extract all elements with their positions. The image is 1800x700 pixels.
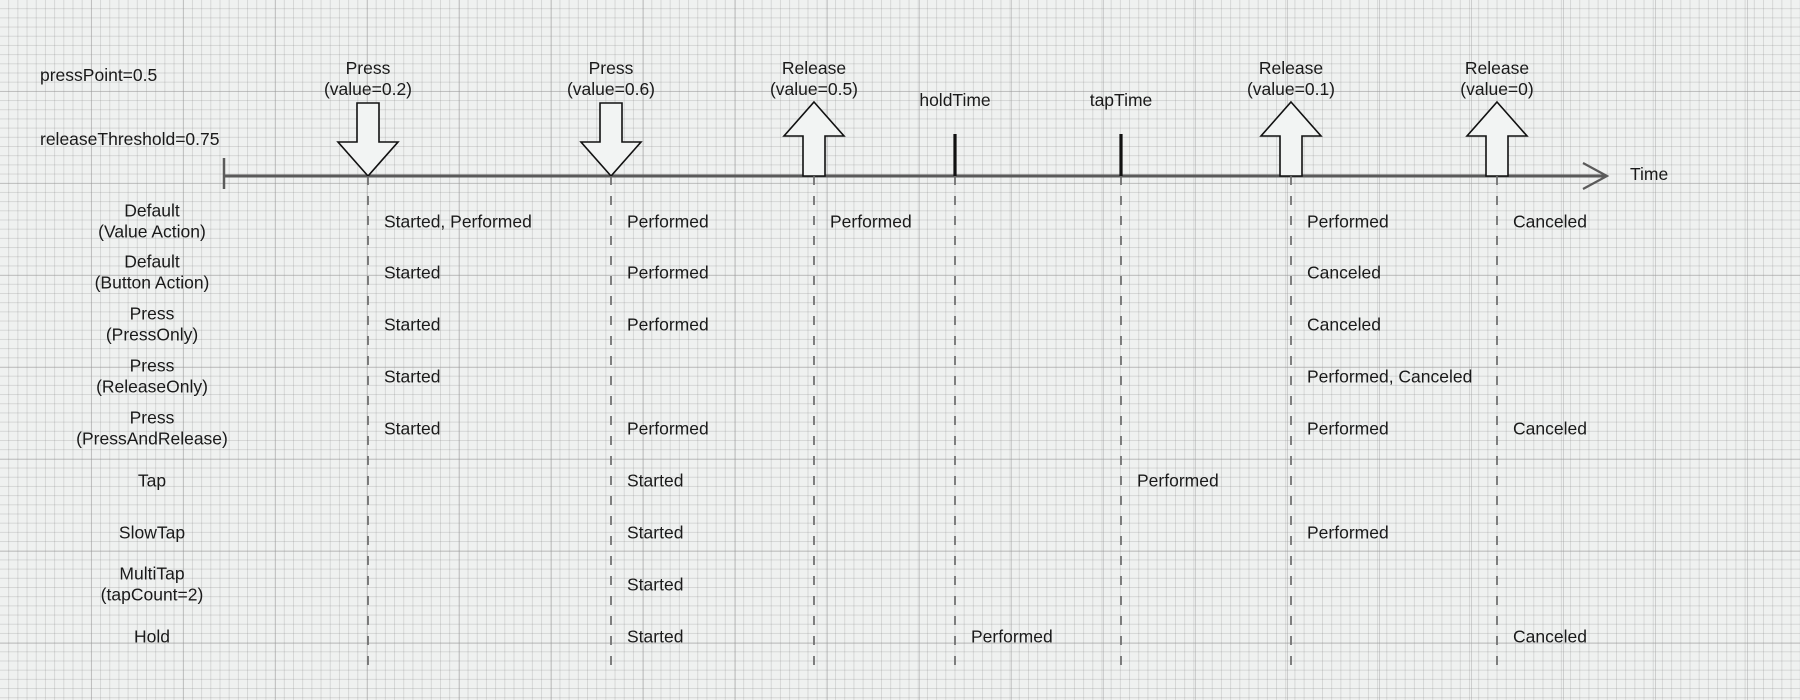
event-label-line1: holdTime: [919, 90, 991, 110]
cell-press-press-and-release-press-1: Started: [384, 418, 441, 439]
cell-press-press-and-release-release-3: Canceled: [1513, 418, 1587, 439]
cell-tap-press-2: Started: [627, 470, 684, 491]
event-label-line2: (value=0.6): [566, 79, 656, 100]
row-label-line1: SlowTap: [118, 522, 186, 543]
row-label-default-value-action: Default(Value Action): [98, 201, 206, 244]
event-label-line2: (value=0): [1460, 79, 1534, 100]
row-label-multi-tap: MultiTap(tapCount=2): [101, 564, 204, 607]
event-label-hold-time: holdTime: [919, 90, 990, 111]
event-label-line1: Press: [588, 58, 634, 78]
cell-multi-tap-press-2: Started: [627, 574, 684, 595]
event-label-line2: (value=0.1): [1246, 79, 1336, 100]
event-label-release-3: Release(value=0): [1460, 58, 1533, 101]
row-label-default-button-action: Default(Button Action): [95, 252, 210, 295]
row-label-press-press-and-release: Press(PressAndRelease): [76, 408, 228, 451]
row-label-press-release-only: Press(ReleaseOnly): [96, 356, 208, 399]
event-label-line1: Release: [781, 58, 847, 78]
event-label-press-1: Press(value=0.2): [324, 58, 412, 101]
cell-press-press-only-press-2: Performed: [627, 314, 709, 335]
cell-default-value-action-release-3: Canceled: [1513, 211, 1587, 232]
cell-press-press-and-release-release-2: Performed: [1307, 418, 1389, 439]
row-label-press-press-only: Press(PressOnly): [106, 304, 198, 347]
cell-default-button-action-press-2: Performed: [627, 262, 709, 283]
row-label-line1: Hold: [134, 626, 170, 647]
event-label-line2: (value=0.2): [323, 79, 413, 100]
row-label-line1: Press: [129, 303, 175, 324]
row-label-line1: Press: [129, 355, 175, 376]
press-point-text: pressPoint=0.5: [40, 64, 158, 85]
row-label-line2: (PressOnly): [105, 325, 199, 345]
row-label-line2: (ReleaseOnly): [96, 377, 208, 397]
row-label-tap: Tap: [138, 470, 166, 491]
cell-press-release-only-press-1: Started: [384, 366, 441, 387]
cell-default-value-action-press-2: Performed: [627, 211, 709, 232]
release-arrow-3: [782, 100, 846, 177]
cell-hold-hold-time: Performed: [971, 626, 1053, 647]
release-arrow-7: [1465, 100, 1529, 177]
press-arrow-2: [579, 102, 643, 178]
event-label-line1: Release: [1258, 58, 1324, 78]
parameter-note: pressPoint=0.5 releaseThreshold=0.75: [40, 22, 220, 193]
cell-default-value-action-press-1: Started, Performed: [384, 211, 532, 232]
cell-hold-press-2: Started: [627, 626, 684, 647]
time-axis-label: Time: [1630, 164, 1669, 184]
cell-default-button-action-press-1: Started: [384, 262, 441, 283]
row-label-slow-tap: SlowTap: [119, 522, 185, 543]
release-arrow-6: [1259, 100, 1323, 177]
press-arrow-1: [336, 102, 400, 178]
event-label-line1: Release: [1464, 58, 1530, 78]
cell-press-press-only-press-1: Started: [384, 314, 441, 335]
time-axis-arrowhead: [1582, 162, 1610, 190]
row-label-line2: (Button Action): [94, 273, 210, 293]
cell-press-release-only-release-2: Performed, Canceled: [1307, 366, 1473, 387]
cell-hold-release-3: Canceled: [1513, 626, 1587, 647]
event-label-press-2: Press(value=0.6): [567, 58, 655, 101]
event-label-tap-time: tapTime: [1090, 90, 1153, 111]
row-label-line1: Default: [124, 251, 180, 272]
cell-slow-tap-release-2: Performed: [1307, 522, 1389, 543]
event-label-line2: (value=0.5): [769, 79, 859, 100]
event-label-release-1: Release(value=0.5): [770, 58, 858, 101]
cell-default-button-action-release-2: Canceled: [1307, 262, 1381, 283]
cell-default-value-action-release-2: Performed: [1307, 211, 1389, 232]
row-label-line1: Tap: [137, 470, 167, 491]
cell-press-press-and-release-press-2: Performed: [627, 418, 709, 439]
event-label-line1: Press: [345, 58, 391, 78]
event-label-line1: tapTime: [1089, 90, 1153, 110]
event-label-release-2: Release(value=0.1): [1247, 58, 1335, 101]
row-label-line1: Default: [124, 200, 180, 221]
row-label-line2: (Value Action): [98, 222, 206, 242]
release-threshold-text: releaseThreshold=0.75: [40, 128, 220, 149]
row-label-line1: MultiTap: [119, 563, 185, 584]
cell-tap-tap-time: Performed: [1137, 470, 1219, 491]
row-label-line2: (tapCount=2): [100, 585, 204, 605]
row-label-hold: Hold: [134, 626, 170, 647]
cell-default-value-action-release-1: Performed: [830, 211, 912, 232]
row-label-line2: (PressAndRelease): [76, 429, 228, 449]
cell-press-press-only-release-2: Canceled: [1307, 314, 1381, 335]
row-label-line1: Press: [129, 407, 175, 428]
cell-slow-tap-press-2: Started: [627, 522, 684, 543]
